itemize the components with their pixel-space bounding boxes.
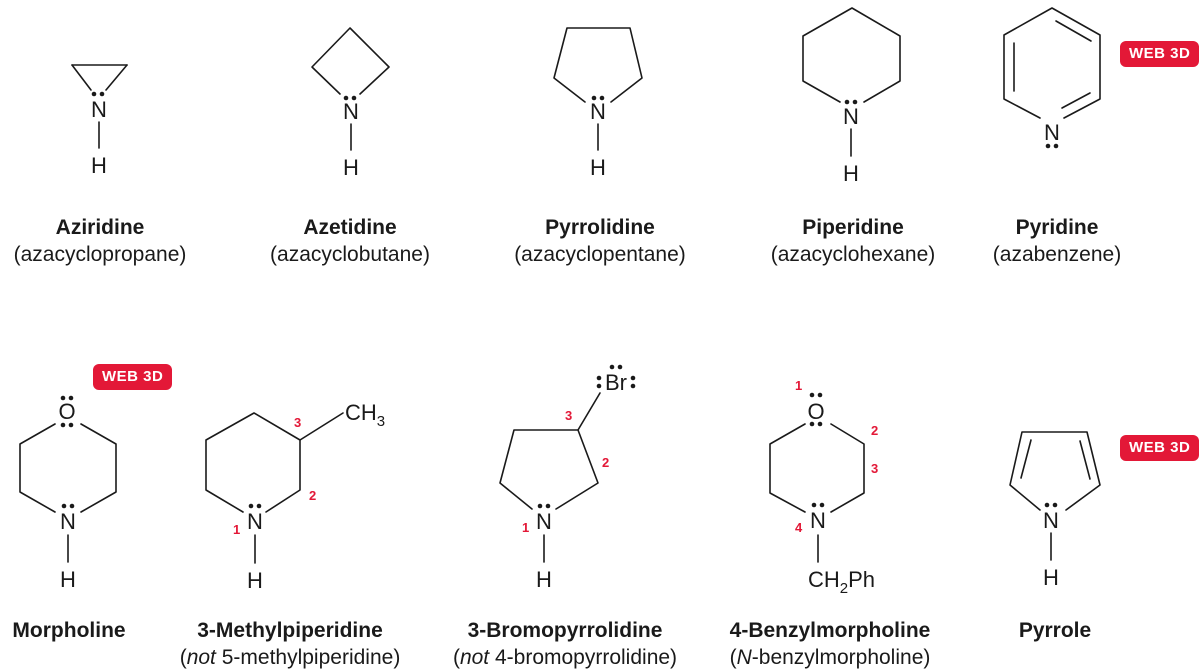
aziridine-bonds — [71, 64, 128, 149]
compound-synonym: (azacyclopropane) — [13, 243, 187, 266]
compound-synonym: (azabenzene) — [992, 243, 1122, 266]
locant-4: 4 — [795, 520, 803, 535]
synonym-rest: 5-methylpiperidine) — [215, 646, 401, 669]
locant-2: 2 — [602, 455, 609, 470]
pyridine-bonds — [1003, 7, 1101, 119]
compound-synonym: (not 4-bromopyrrolidine) — [452, 646, 678, 669]
locant-1: 1 — [795, 378, 802, 393]
atom-h: H — [60, 567, 76, 592]
compound-name: Azetidine — [303, 216, 397, 239]
atom-n: N — [1043, 508, 1059, 533]
compound-name: Piperidine — [802, 216, 904, 239]
caption-piperidine: Piperidine (azacyclohexane) — [748, 214, 958, 268]
locant-3: 3 — [294, 415, 301, 430]
atom-n: N — [60, 509, 76, 534]
locant-3: 3 — [871, 461, 878, 476]
atom-h: H — [247, 568, 263, 593]
caption-benzylmorpholine: 4-Benzylmorpholine (N-benzylmorpholine) — [705, 617, 955, 671]
pyrrolidine-bonds — [553, 27, 643, 151]
caption-aziridine: Aziridine (azacyclopropane) — [0, 214, 200, 268]
atom-br: Br — [605, 370, 627, 395]
web-3d-button-pyridine[interactable]: WEB 3D — [1120, 41, 1200, 67]
atom-h: H — [843, 161, 859, 186]
synonym-italic: not — [459, 646, 490, 669]
methyl-group: CH3 — [345, 400, 385, 430]
synonym-rest: 4-bromopyrrolidine) — [489, 646, 678, 669]
atom-h: H — [91, 153, 107, 178]
atom-n: N — [590, 99, 606, 124]
methylpiperidine-bonds — [205, 412, 344, 564]
compound-name: Morpholine — [12, 619, 126, 642]
atom-h: H — [536, 567, 552, 592]
atom-h: H — [590, 155, 606, 180]
atom-n: N — [247, 509, 263, 534]
compound-synonym: (N-benzylmorpholine) — [729, 646, 931, 669]
benzylmorpholine-bonds — [769, 423, 865, 563]
caption-morpholine: Morpholine — [0, 617, 138, 644]
compound-synonym: (azacyclopentane) — [514, 243, 686, 266]
atom-n: N — [536, 509, 552, 534]
locant-3: 3 — [565, 408, 572, 423]
atom-o: O — [807, 399, 824, 424]
compound-synonym: (azacyclobutane) — [270, 243, 430, 266]
compound-name: Pyrrole — [1018, 619, 1092, 642]
synonym-italic: not — [186, 646, 216, 669]
compound-name: 3-Methylpiperidine — [197, 619, 383, 642]
web-3d-button-pyrrole[interactable]: WEB 3D — [1120, 435, 1200, 461]
atom-h: H — [343, 155, 359, 180]
caption-pyrrolidine: Pyrrolidine (azacyclopentane) — [490, 214, 710, 268]
synonym-rest: -benzylmorpholine) — [751, 646, 931, 669]
caption-azetidine: Azetidine (azacyclobutane) — [250, 214, 450, 268]
compound-name: Pyrrolidine — [545, 216, 655, 239]
caption-methylpiperidine: 3-Methylpiperidine (not 5-methylpiperidi… — [150, 617, 430, 671]
web-3d-button-morpholine[interactable]: WEB 3D — [93, 364, 173, 390]
locant-2: 2 — [871, 423, 878, 438]
atom-n: N — [343, 99, 359, 124]
bromopyrrolidine-bonds — [499, 392, 601, 563]
caption-bromopyrrolidine: 3-Bromopyrrolidine (not 4-bromopyrrolidi… — [430, 617, 700, 671]
atom-n: N — [1044, 120, 1060, 145]
atom-n: N — [91, 97, 107, 122]
synonym-italic: N — [736, 646, 752, 669]
caption-pyridine: Pyridine (azabenzene) — [972, 214, 1142, 268]
atom-n: N — [810, 508, 826, 533]
caption-pyrrole: Pyrrole — [990, 617, 1120, 644]
atom-o: O — [58, 399, 75, 424]
compound-synonym: (not 5-methylpiperidine) — [179, 646, 401, 669]
compound-name: Pyridine — [1015, 216, 1099, 239]
morpholine-bonds — [19, 423, 117, 563]
compound-synonym: (azacyclohexane) — [770, 243, 936, 266]
locant-2: 2 — [309, 488, 316, 503]
lone-pair-dots — [60, 91, 1059, 509]
compound-name: Aziridine — [55, 216, 145, 239]
atom-n: N — [843, 104, 859, 129]
piperidine-bonds — [802, 7, 901, 157]
locant-1: 1 — [522, 520, 529, 535]
pyrrole-bonds — [1009, 431, 1101, 561]
azetidine-bonds — [311, 27, 390, 151]
atom-h: H — [1043, 565, 1059, 590]
locant-1: 1 — [233, 522, 240, 537]
compound-name: 3-Bromopyrrolidine — [467, 619, 663, 642]
benzyl-group: CH2Ph — [808, 567, 875, 597]
compound-name: 4-Benzylmorpholine — [729, 619, 931, 642]
